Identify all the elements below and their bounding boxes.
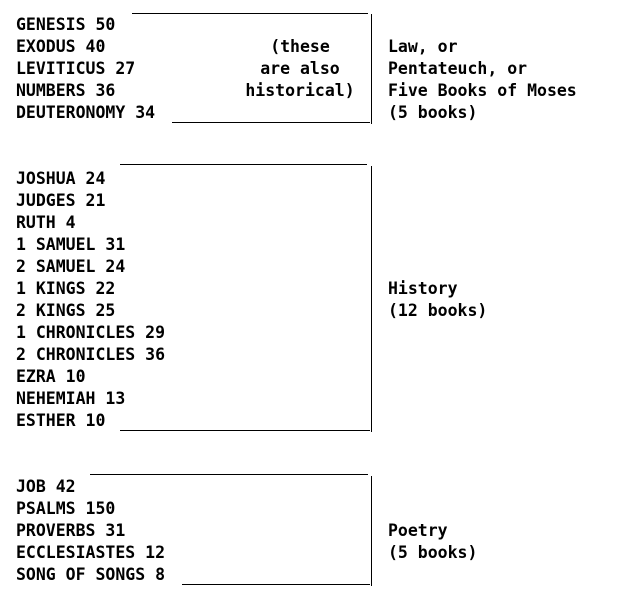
poetry-top-rule [90, 474, 368, 475]
book-entry: PSALMS 150 [16, 499, 116, 518]
history-bracket [371, 166, 372, 432]
law-bottom-rule [172, 122, 370, 123]
poetry-label-line: (5 books) [388, 543, 478, 562]
book-entry: SONG OF SONGS 8 [16, 565, 166, 584]
poetry-bottom-rule [182, 584, 370, 585]
book-entry: 2 CHRONICLES 36 [16, 345, 166, 364]
book-entry: 1 CHRONICLES 29 [16, 323, 166, 342]
book-entry: NUMBERS 36 [16, 81, 116, 100]
book-entry: JOB 42 [16, 477, 76, 496]
law-label-line: Law, or [388, 37, 458, 56]
book-entry: PROVERBS 31 [16, 521, 126, 540]
history-label-line: History [388, 279, 458, 298]
book-entry: LEVITICUS 27 [16, 59, 136, 78]
poetry-bracket [371, 476, 372, 586]
historical-note-line: historical) [245, 81, 355, 100]
book-entry: RUTH 4 [16, 213, 76, 232]
book-entry: ECCLESIASTES 12 [16, 543, 166, 562]
history-bottom-rule [120, 430, 370, 431]
book-entry: NEHEMIAH 13 [16, 389, 126, 408]
law-label-line: Pentateuch, or [388, 59, 528, 78]
history-section: JOSHUA 24 JUDGES 21 RUTH 4 1 SAMUEL 31 2… [0, 146, 622, 436]
book-entry: EXODUS 40 [16, 37, 106, 56]
book-entry: 1 SAMUEL 31 [16, 235, 126, 254]
law-label-line: (5 books) [388, 103, 478, 122]
poetry-label-line: Poetry [388, 521, 448, 540]
book-entry: ESTHER 10 [16, 411, 106, 430]
book-entry: JUDGES 21 [16, 191, 106, 210]
historical-note-line: are also [260, 59, 340, 78]
historical-note-line: (these [270, 37, 330, 56]
history-label-line: (12 books) [388, 301, 488, 320]
book-entry: DEUTERONOMY 34 [16, 103, 156, 122]
history-top-rule [120, 164, 367, 165]
book-entry: 2 SAMUEL 24 [16, 257, 126, 276]
law-bracket [371, 14, 372, 124]
law-section: GENESIS 50 EXODUS 40 LEVITICUS 27 NUMBER… [0, 0, 622, 130]
book-entry: 1 KINGS 22 [16, 279, 116, 298]
law-top-rule [132, 13, 368, 14]
law-label-line: Five Books of Moses [388, 81, 577, 100]
poetry-section: JOB 42 PSALMS 150 PROVERBS 31 ECCLESIAST… [0, 456, 622, 596]
book-entry: EZRA 10 [16, 367, 86, 386]
book-entry: GENESIS 50 [16, 15, 116, 34]
book-entry: 2 KINGS 25 [16, 301, 116, 320]
book-entry: JOSHUA 24 [16, 169, 106, 188]
